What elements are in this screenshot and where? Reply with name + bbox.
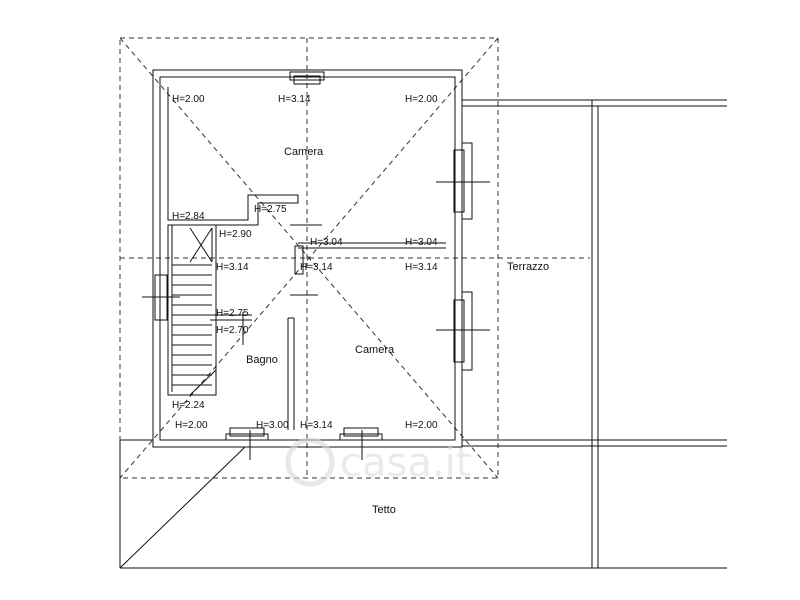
roof-outline (119, 37, 590, 479)
windows (142, 71, 490, 460)
room-bagno: Bagno (246, 354, 278, 366)
height-label: H=2.00 (405, 420, 438, 431)
height-label: H=2.00 (405, 94, 438, 105)
height-label: H=2.90 (219, 229, 252, 240)
height-label: H=3.14 (216, 262, 249, 273)
height-label: H=3.14 (278, 94, 311, 105)
height-label: H=2.00 (175, 420, 208, 431)
terrace (462, 99, 727, 568)
house-walls (152, 69, 463, 448)
room-camera-bottom: Camera (355, 344, 395, 356)
watermark: casa.it (285, 437, 471, 487)
staircase (167, 224, 217, 396)
height-label: H=3.04 (405, 237, 438, 248)
height-label: H=3.14 (405, 262, 438, 273)
height-label: H=2.24 (172, 400, 205, 411)
height-label: H=2.75 (254, 204, 287, 215)
height-label: H=3.14 (300, 262, 333, 273)
height-label: H=2.84 (172, 211, 205, 222)
roof-area (119, 439, 727, 569)
height-label: H=2.75 (216, 308, 249, 319)
room-tetto: Tetto (372, 504, 396, 516)
watermark-text: casa.it (340, 440, 471, 486)
height-label: H=3.14 (300, 420, 333, 431)
height-label: H=2.70 (216, 325, 249, 336)
room-camera-top: Camera (284, 146, 324, 158)
watermark-logo-icon (285, 437, 335, 487)
height-label: H=3.04 (310, 237, 343, 248)
height-label: H=3.00 (256, 420, 289, 431)
height-label: H=2.00 (172, 94, 205, 105)
room-terrazzo: Terrazzo (507, 261, 549, 273)
